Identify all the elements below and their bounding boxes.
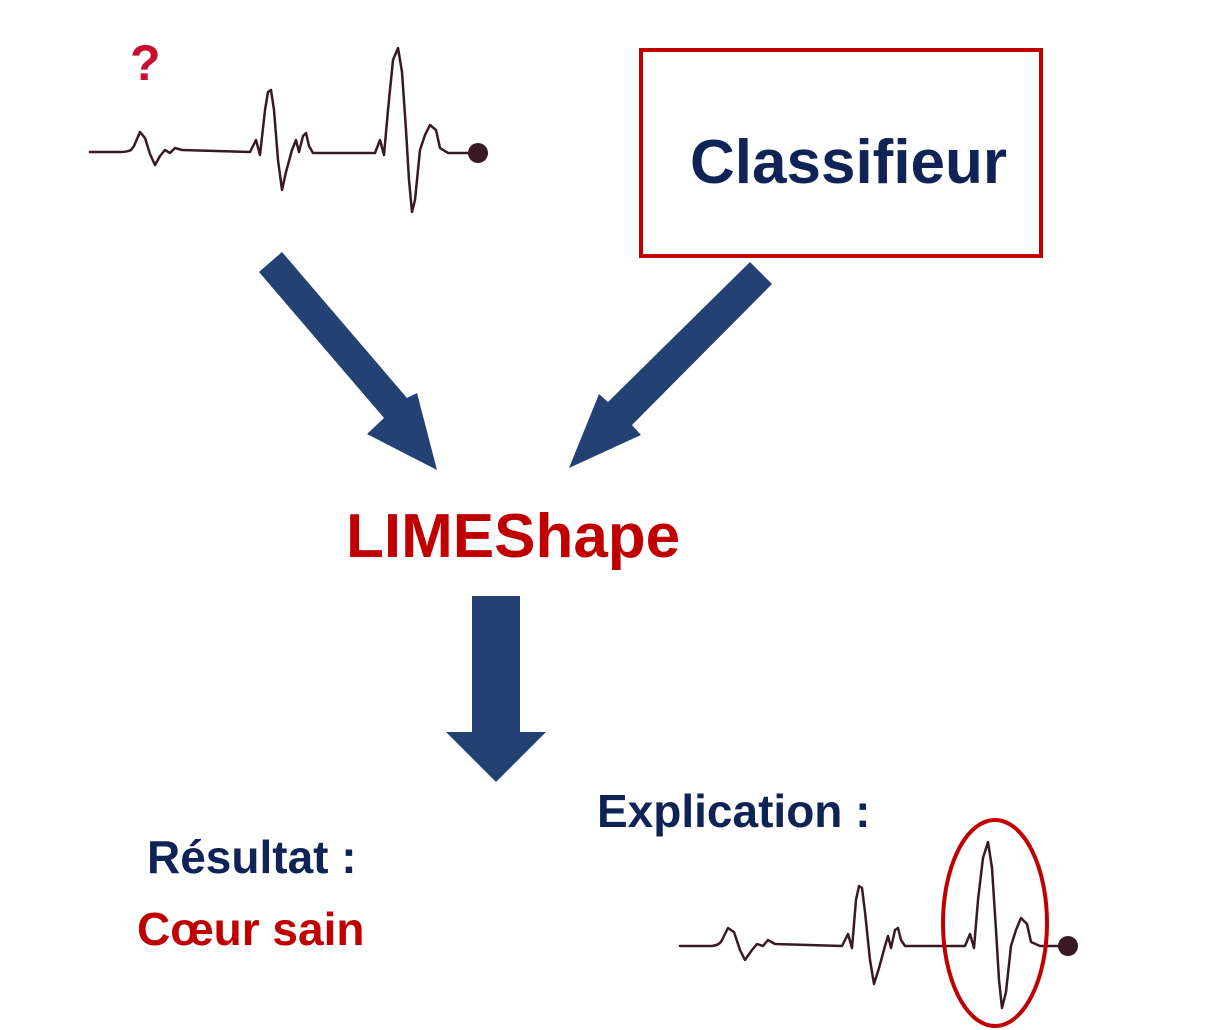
classifier-label: Classifieur bbox=[690, 128, 1007, 197]
arrow-limeshape-to-output bbox=[446, 596, 546, 782]
input-ecg-waveform-icon bbox=[88, 46, 488, 214]
limeshape-label: LIMEShape bbox=[346, 502, 680, 571]
result-heading: Résultat : bbox=[147, 831, 357, 883]
explained-ecg-waveform-icon bbox=[678, 840, 1078, 1010]
arrow-classifier-to-limeshape bbox=[569, 262, 772, 468]
explanation-heading: Explication : bbox=[597, 785, 870, 837]
arrow-input-to-limeshape bbox=[259, 252, 437, 470]
classifier-box bbox=[639, 48, 1043, 258]
highlight-ellipse bbox=[941, 818, 1049, 1028]
question-mark: ? bbox=[130, 35, 161, 91]
result-value: Cœur sain bbox=[137, 903, 364, 955]
